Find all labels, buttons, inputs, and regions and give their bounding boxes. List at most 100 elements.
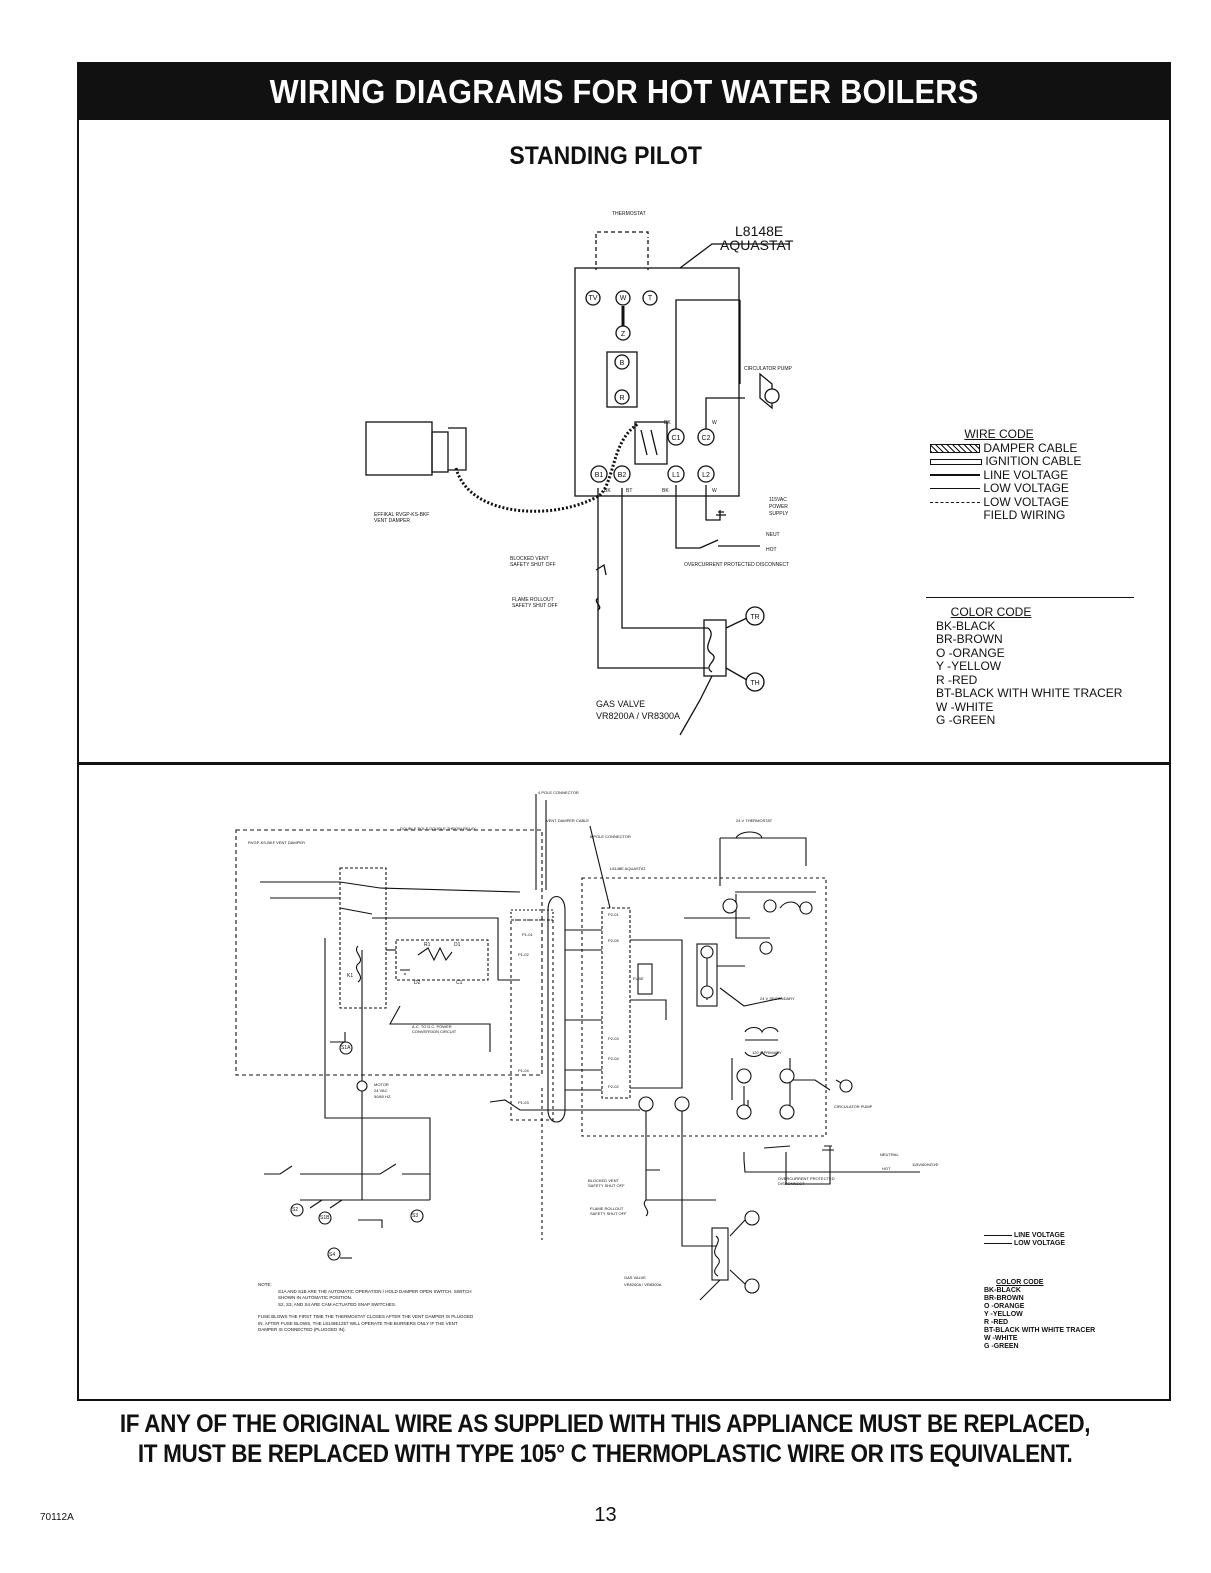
damper-2-label: RVGP-KS-BKF VENT DAMPER xyxy=(248,840,305,845)
damper-label: EFFIKAL RVGP-KS-BKF VENT DAMPER xyxy=(374,512,430,524)
pin-label: P1-01 xyxy=(522,932,533,937)
fuse-label: FUSE xyxy=(633,976,644,981)
color-code-heading: COLOR CODE xyxy=(950,605,1032,619)
color-code-2-item: BT-BLACK WITH WHITE TRACER xyxy=(984,1327,1096,1334)
note-line: IN. AFTER FUSE BLOWS, THE L8148E1257 WIL… xyxy=(258,1320,458,1326)
terminal-r: R xyxy=(619,395,624,402)
terminal-b2: B2 xyxy=(618,472,627,479)
terminal-c2: C2 xyxy=(702,435,711,442)
pin-label: P1-04 xyxy=(518,1068,529,1073)
wire-code-row: IGNITION CABLE xyxy=(930,454,1082,469)
terminal-th: TH xyxy=(750,680,759,687)
blocked-vent-2-label: BLOCKED VENT SAFETY SHUT OFF xyxy=(588,1178,625,1188)
pin-label: P2-03 xyxy=(608,1036,619,1041)
pin-label: P2-02 xyxy=(608,1084,619,1089)
switch-label: S2 xyxy=(292,1207,299,1213)
pin-label: P2-01 xyxy=(608,912,619,917)
section-divider xyxy=(77,762,1171,765)
damper-cable-swatch xyxy=(930,443,980,453)
diagram-vent-damper xyxy=(235,794,920,1301)
converter-label: A.C. TO D.C. POWER CONVERSION CIRCUIT xyxy=(412,1024,457,1034)
secondary-label: 24 V SECONDARY xyxy=(760,996,795,1001)
color-code-item: Y -YELLOW xyxy=(936,659,1002,673)
terminal-w: W xyxy=(620,295,627,302)
wire-label-bk: BK xyxy=(664,420,671,426)
wire-code-row: LINE VOLTAGE xyxy=(930,468,1080,483)
hot-2-label: HOT xyxy=(882,1166,891,1171)
circulator-pump-label: CIRCULATOR PUMP xyxy=(744,366,793,372)
wire-code-item: DAMPER CABLE xyxy=(983,440,1078,455)
thermostat-label: THERMOSTAT xyxy=(612,211,646,217)
notes-block: NOTE: S1A AND S1B ARE THE AUTOMATIC OPER… xyxy=(258,1282,473,1334)
color-code-2-item: BR-BROWN xyxy=(984,1295,1024,1302)
color-code-2-item: R -RED xyxy=(984,1319,1009,1326)
four-pole-label: 4 POLE CONNECTOR xyxy=(538,790,579,795)
overcurrent-label: OVERCURRENT PROTECTED DISCONNECT xyxy=(684,562,789,568)
terminal-tr: TR xyxy=(750,614,759,621)
page-title: WIRING DIAGRAMS FOR HOT WATER BOILERS xyxy=(269,73,979,110)
gas-valve-label: GAS VALVE VR8200A / VR8300A xyxy=(596,699,681,721)
wire-code-row: LOW VOLTAGE xyxy=(930,481,1080,496)
blocked-vent-label: BLOCKED VENT SAFETY SHUT OFF xyxy=(510,556,556,568)
wire-label-bk-2: BK xyxy=(604,488,611,494)
relay-part-label: D1 xyxy=(454,942,461,948)
terminal-b1: B1 xyxy=(595,472,604,479)
wire-code-row: DAMPER CABLE xyxy=(930,440,1080,456)
wire-code-2-item: LOW VOLTAGE xyxy=(1013,1240,1066,1247)
switch-label: S1A xyxy=(341,1045,351,1051)
relay-part-label: D2 xyxy=(414,980,421,986)
warning-line-2-text: IT MUST BE REPLACED WITH TYPE 105° C THE… xyxy=(138,1440,1073,1468)
color-code-2-item: W -WHITE xyxy=(984,1335,1018,1342)
overcurrent-2-label: OVERCURRENT PROTECTED DISCONNECT xyxy=(778,1176,835,1186)
hot-label: HOT xyxy=(766,547,777,553)
switch-label: S4 xyxy=(329,1252,336,1258)
vent-damper-cable-label: VENT DAMPER CABLE xyxy=(546,818,590,823)
color-code-item: O -ORANGE xyxy=(936,645,1005,660)
thermostat-2-label: 24 V THERMOSTAT xyxy=(736,818,773,823)
color-code-item: W -WHITE xyxy=(936,699,994,714)
wire-code-item: LOW VOLTAGE xyxy=(983,481,1069,495)
terminal-tv: TV xyxy=(589,295,598,302)
wire-code-item: IGNITION CABLE xyxy=(985,454,1082,468)
note-line: S2, S3, AND S4 ARE CAM ACTUATED SNAP SWI… xyxy=(278,1301,397,1307)
gas-valve-2-label: GAS VALVE VR8200A / VR8300A xyxy=(624,1275,662,1287)
relay-part-label: K1 xyxy=(347,973,354,979)
flame-rollout-label: FLAME ROLLOUT SAFETY SHUT OFF xyxy=(512,597,558,609)
switch-label: S1B xyxy=(320,1215,330,1221)
wire-label-bk-3: BK xyxy=(662,488,669,494)
note-label: NOTE: xyxy=(258,1282,272,1287)
diagram-standing-pilot: TV W T Z B R C1 C2 B1 B2 L1 L2 TR TH THE… xyxy=(365,211,794,736)
wire-label-w-2: W xyxy=(712,488,717,494)
pin-label: P1-03 xyxy=(518,1100,529,1105)
section-title: STANDING PILOT xyxy=(0,142,1211,171)
color-code-2-item: BK-BLACK xyxy=(984,1287,1021,1294)
pin-label: P2-04 xyxy=(608,1056,619,1061)
pin-label: P1-02 xyxy=(518,952,529,957)
color-code-item: BR-BROWN xyxy=(936,632,1003,646)
color-code-item: R -RED xyxy=(936,672,978,687)
ignition-cable-swatch xyxy=(930,458,982,465)
section-title-text: STANDING PILOT xyxy=(509,142,702,170)
warning-line-2: IT MUST BE REPLACED WITH TYPE 105° C THE… xyxy=(0,1440,1211,1469)
color-code-legend-2: COLOR CODE BK-BLACK BR-BROWN O -ORANGE Y… xyxy=(984,1279,1095,1351)
color-code-item: BK-BLACK xyxy=(936,618,996,633)
page-title-banner: WIRING DIAGRAMS FOR HOT WATER BOILERS xyxy=(77,62,1171,120)
terminal-z: Z xyxy=(621,331,626,338)
circulator-2-label: CIRCULATOR PUMP xyxy=(834,1104,873,1109)
wire-code-heading: WIRE CODE xyxy=(964,427,1034,441)
switch-label: S3 xyxy=(412,1213,419,1219)
wire-code-legend-2: LINE VOLTAGE LOW VOLTAGE xyxy=(984,1232,1065,1248)
wire-code-2-row: LOW VOLTAGE xyxy=(984,1240,1065,1248)
low-voltage-2-swatch xyxy=(984,1242,1012,1244)
legend-separator xyxy=(926,597,1134,598)
supply-label: 115V/60HZ/1Φ xyxy=(912,1162,939,1167)
motor-label: MOTOR 24 VAC 50/60 HZ. xyxy=(374,1082,392,1099)
relay-part-label: C1 xyxy=(456,980,463,986)
field-wiring-swatch xyxy=(930,501,980,503)
note-line: DAMPER IS CONNECTED (PLUGGED IN). xyxy=(258,1327,346,1332)
relay-label: DOUBLE POLE DOUBLE THROW RELAY xyxy=(400,826,476,831)
pin-label: P2-05 xyxy=(608,938,619,943)
note-line: SHOWN IN AUTOMATIC POSITION. xyxy=(278,1295,353,1300)
power-supply-label: 115VAC POWER SUPPLY xyxy=(769,497,789,517)
note-line: FUSE BLOWS THE FIRST TIME THE THERMOSTAT… xyxy=(258,1314,474,1319)
